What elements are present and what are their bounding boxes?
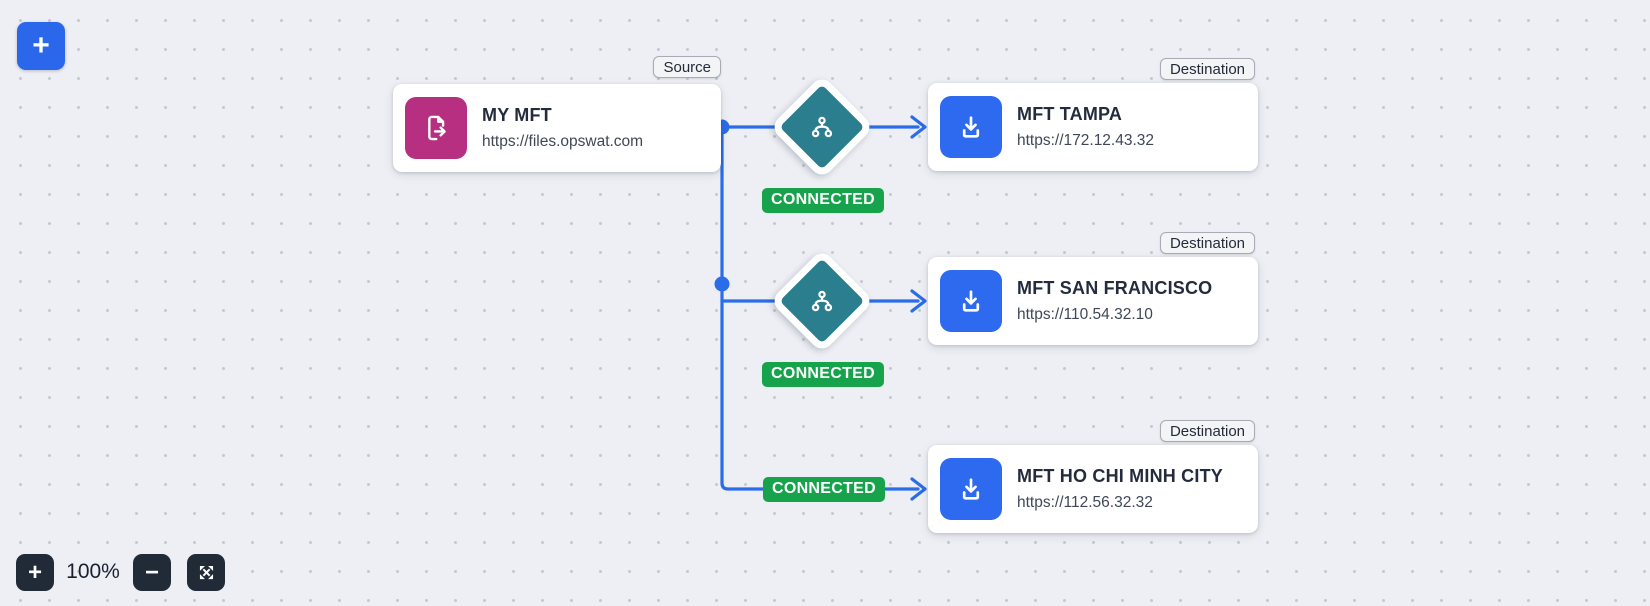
destination-type-chip: Destination bbox=[1159, 420, 1255, 442]
destination-node-title: MFT TAMPA bbox=[1017, 104, 1123, 124]
destination-node-card[interactable]: MFT HO CHI MINH CITY https://112.56.32.3… bbox=[928, 445, 1258, 533]
destination-type-chip: Destination bbox=[1159, 58, 1255, 80]
zoom-toolbar: + 100% − bbox=[0, 550, 240, 596]
download-icon bbox=[940, 270, 1002, 332]
source-node-url: https://files.opswat.com bbox=[482, 133, 644, 150]
sitemap-icon bbox=[811, 290, 833, 312]
arrowhead-2 bbox=[910, 289, 927, 313]
add-node-button[interactable]: + bbox=[17, 22, 65, 70]
status-badge: CONNECTED bbox=[761, 188, 885, 213]
arrowhead-1 bbox=[910, 115, 927, 139]
source-type-chip: Source bbox=[653, 56, 721, 78]
branch-junction-dot[interactable] bbox=[714, 276, 730, 292]
status-badge: CONNECTED bbox=[762, 477, 886, 502]
destination-node-title: MFT SAN FRANCISCO bbox=[1017, 278, 1213, 298]
source-node-card[interactable]: MY MFT https://files.opswat.com bbox=[393, 84, 721, 172]
zoom-level: 100% bbox=[66, 560, 120, 583]
destination-node-url: https://172.12.43.32 bbox=[1017, 132, 1155, 149]
arrowhead-3 bbox=[910, 477, 927, 501]
sitemap-icon bbox=[811, 116, 833, 138]
zoom-out-button[interactable]: − bbox=[133, 554, 171, 591]
status-badge: CONNECTED bbox=[761, 362, 885, 387]
source-node-title: MY MFT bbox=[482, 105, 552, 125]
file-export-icon bbox=[405, 97, 467, 159]
destination-node-title: MFT HO CHI MINH CITY bbox=[1017, 466, 1223, 486]
destination-node-card[interactable]: MFT SAN FRANCISCO https://110.54.32.10 bbox=[928, 257, 1258, 345]
destination-node-url: https://112.56.32.32 bbox=[1017, 494, 1153, 511]
download-icon bbox=[940, 96, 1002, 158]
download-icon bbox=[940, 458, 1002, 520]
edge-trunk bbox=[720, 125, 920, 491]
destination-type-chip: Destination bbox=[1159, 232, 1255, 254]
fit-view-button[interactable] bbox=[187, 554, 225, 591]
destination-node-card[interactable]: MFT TAMPA https://172.12.43.32 bbox=[928, 83, 1258, 171]
zoom-in-button[interactable]: + bbox=[16, 554, 54, 591]
expand-icon bbox=[199, 565, 213, 580]
destination-node-url: https://110.54.32.10 bbox=[1017, 306, 1153, 323]
